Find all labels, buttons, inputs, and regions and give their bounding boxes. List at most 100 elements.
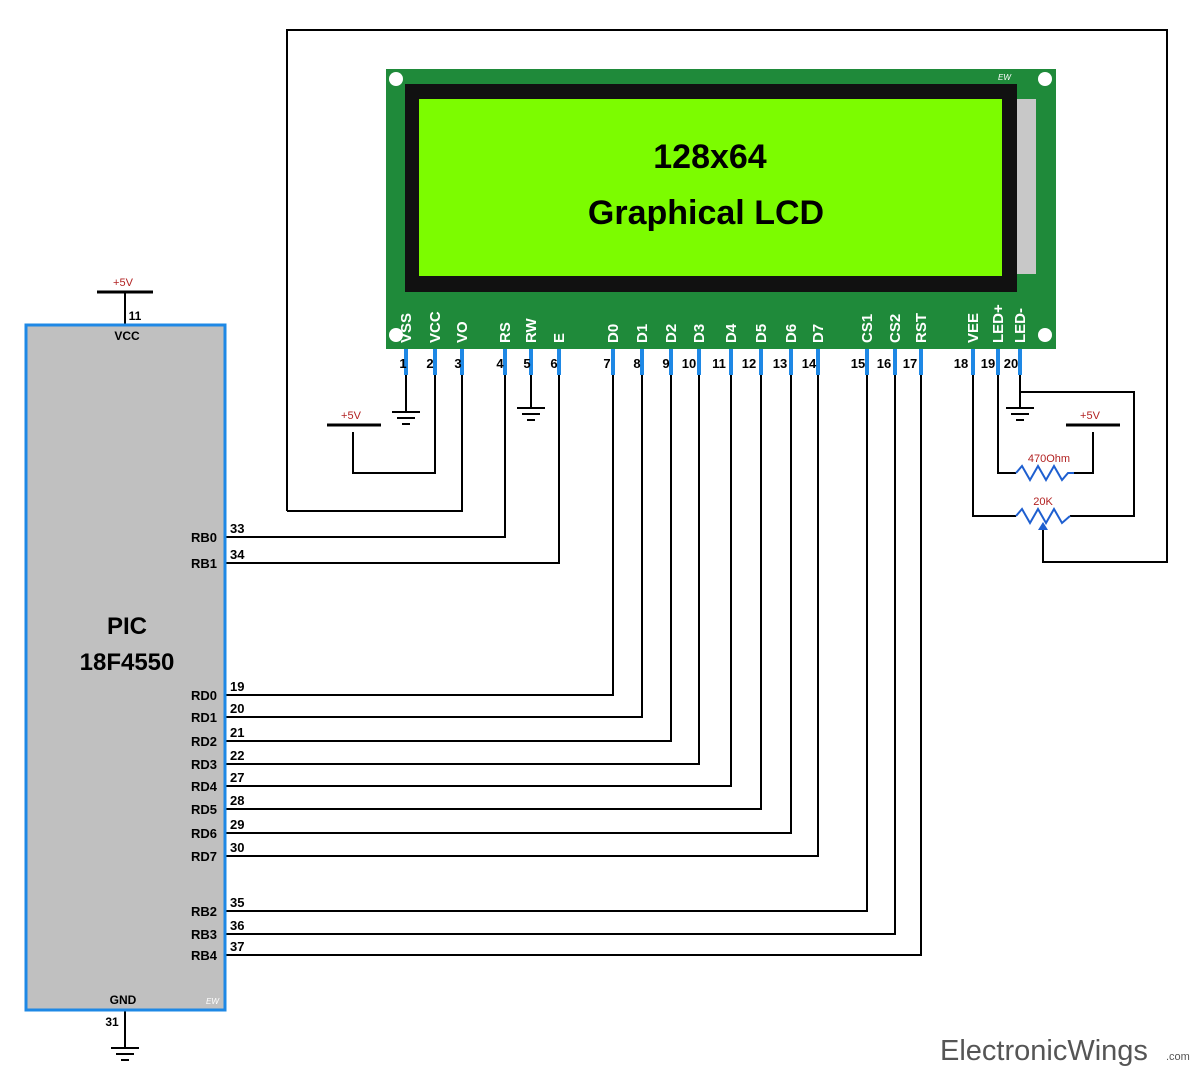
mcu-pin-number: 36 [230, 918, 244, 933]
wire-d4 [225, 375, 732, 787]
mount-hole [389, 72, 403, 86]
lcd-pin-label: D2 [663, 324, 680, 343]
lcd-pin-label: D5 [753, 324, 770, 343]
lcd-pin-d7 [816, 349, 820, 375]
supply-mcu: +5V [97, 277, 153, 294]
wire-d3 [225, 375, 700, 765]
mount-hole [1038, 328, 1052, 342]
wire-cs2 [225, 375, 896, 935]
supply-label: +5V [113, 277, 134, 289]
lcd-pin-label: VCC [427, 311, 444, 343]
lcd-pin-ledplus [996, 349, 1000, 375]
mcu-pin-label: RD6 [191, 826, 217, 841]
lcd-pin-header: VSS1VCC2VO3RS4RW5E6D07D18D29D310D411D512… [398, 304, 1029, 375]
lcd-pin-label: VO [454, 321, 471, 343]
mcu-pin-label: RB1 [191, 556, 217, 571]
lcd-pin-cs2 [893, 349, 897, 375]
mcu-pin-number: 19 [230, 679, 244, 694]
lcd-pin-number: 13 [773, 356, 787, 371]
wire-d1 [225, 375, 643, 718]
mcu-pin-label: RB2 [191, 904, 217, 919]
mcu-vcc-pin-number: 11 [129, 309, 142, 323]
mcu-pin-label: RD3 [191, 757, 217, 772]
resistor-label: 470Ohm [1028, 453, 1070, 465]
lcd-pin-number: 20 [1004, 356, 1018, 371]
lcd-pin-rw [529, 349, 533, 375]
lcd-pin-number: 11 [712, 356, 726, 371]
watermark-name: ElectronicWings [940, 1035, 1148, 1067]
lcd-pin-number: 17 [903, 356, 917, 371]
lcd-pin-label: RST [913, 313, 930, 343]
glcd-module: 128x64 Graphical LCD EW VSS1VCC2VO3RS4RW… [386, 69, 1056, 375]
mount-hole [389, 328, 403, 342]
wire-d5 [225, 375, 762, 810]
lcd-pin-d0 [611, 349, 615, 375]
lcd-brand-mark: EW [998, 73, 1012, 82]
lcd-screen [419, 99, 1002, 276]
mcu-gnd-pin-number: 31 [105, 1015, 119, 1029]
mcu-pin-number: 34 [230, 547, 245, 562]
lcd-pin-number: 12 [742, 356, 756, 371]
watermark: ElectronicWings .com [940, 1035, 1190, 1067]
potentiometer-20k: 20K [1015, 496, 1071, 530]
lcd-pin-rs [503, 349, 507, 375]
lcd-pin-label: RW [523, 317, 540, 343]
wire-vcc [352, 375, 436, 474]
lcd-pin-d1 [640, 349, 644, 375]
lcd-pin-label: RS [497, 322, 514, 343]
wire-led-minus [1019, 375, 1135, 517]
mcu-pin-label: RD7 [191, 849, 217, 864]
supply-backlight: +5V [1066, 410, 1120, 427]
mcu-gnd-label: GND [110, 993, 137, 1007]
mcu-border [24, 323, 227, 1012]
wire-rst [225, 375, 922, 956]
lcd-pin-label: D3 [691, 324, 708, 343]
ground-symbol-mcu [111, 1047, 139, 1061]
lcd-pin-d2 [669, 349, 673, 375]
supply-label: +5V [1080, 410, 1101, 422]
lcd-pin-number: 4 [496, 356, 504, 371]
lcd-pin-number: 10 [682, 356, 696, 371]
watermark-suffix: .com [1166, 1051, 1190, 1063]
lcd-pin-label: E [551, 333, 568, 343]
mcu-pin-number: 35 [230, 895, 244, 910]
lcd-backlight-strip [1017, 99, 1036, 274]
wire-d2 [225, 375, 672, 742]
lcd-pin-number: 9 [662, 356, 669, 371]
wire-e [225, 375, 560, 564]
mcu-pin-number: 28 [230, 793, 244, 808]
lcd-pin-e [557, 349, 561, 375]
mcu-pin-label: RB3 [191, 927, 217, 942]
pot-wiper-arrow [1038, 522, 1048, 530]
lcd-pin-d4 [729, 349, 733, 375]
lcd-pin-label: VEE [965, 313, 982, 343]
lcd-pin-d6 [789, 349, 793, 375]
mount-hole [1038, 72, 1052, 86]
mcu-pin-list: RB033RB134RD019RD120RD221RD322RD427RD528… [191, 521, 245, 963]
lcd-text-line2: Graphical LCD [588, 194, 824, 232]
pot-symbol [1015, 506, 1071, 526]
lcd-pin-d3 [697, 349, 701, 375]
lcd-pin-number: 15 [851, 356, 865, 371]
mcu-pin-number: 29 [230, 817, 244, 832]
mcu-pin-number: 30 [230, 840, 244, 855]
lcd-pin-label: CS1 [859, 314, 876, 343]
mcu-pin-label: RD2 [191, 734, 217, 749]
lcd-pin-number: 3 [454, 356, 461, 371]
lcd-pin-cs1 [865, 349, 869, 375]
mcu-pin-number: 33 [230, 521, 244, 536]
lcd-pin-number: 2 [426, 356, 433, 371]
wire-outer-loop [286, 29, 1168, 563]
lcd-pin-vee [971, 349, 975, 375]
lcd-pin-label: D1 [634, 324, 651, 343]
mcu-part-number: 18F4550 [80, 649, 175, 676]
lcd-pin-number: 1 [399, 356, 406, 371]
lcd-pin-rst [919, 349, 923, 375]
ground-symbol-led [1006, 407, 1034, 421]
lcd-pin-label: VSS [398, 313, 415, 343]
lcd-pin-label: D4 [723, 323, 740, 343]
mcu-pin-number: 21 [230, 725, 244, 740]
mcu-body [26, 325, 225, 1010]
